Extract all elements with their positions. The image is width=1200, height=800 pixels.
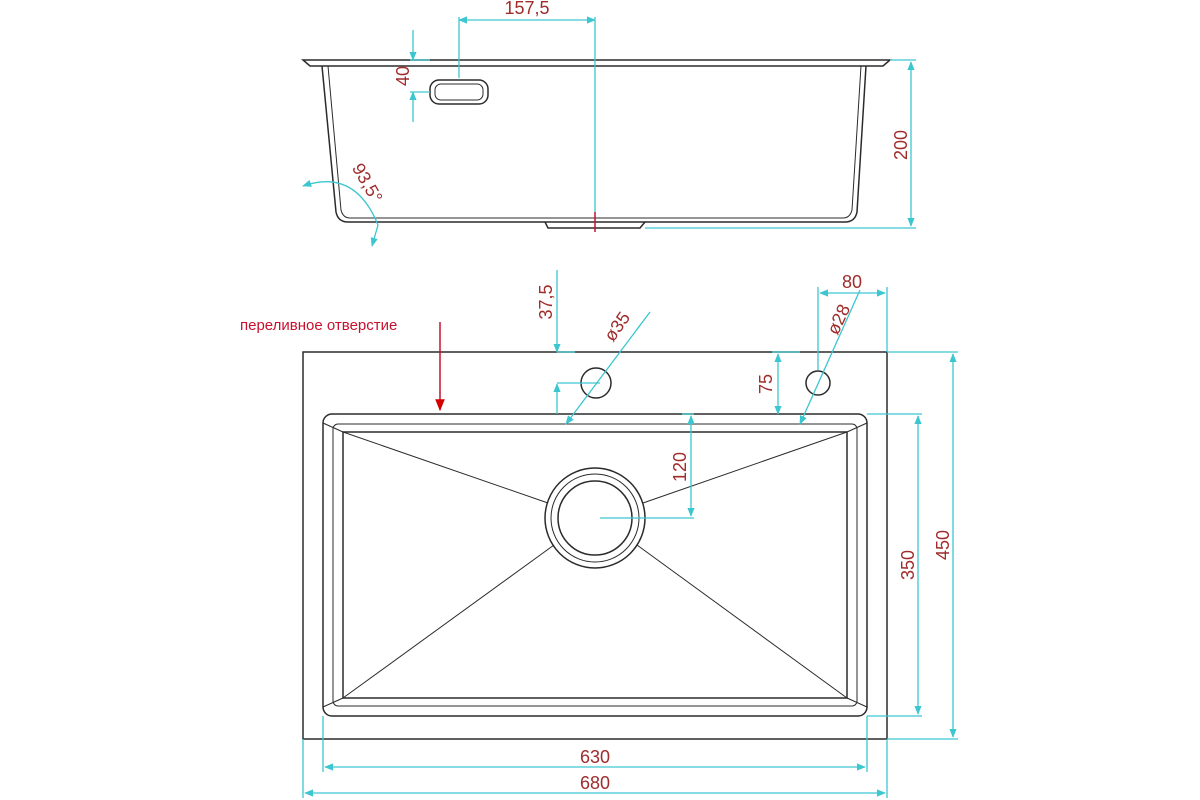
dim-157-5: 157,5 [504, 0, 549, 18]
dim-75: 75 [756, 374, 776, 394]
top-view: переливное отверстие 37,5 ø35 80 ø28 75 … [240, 270, 958, 798]
dim-37-5: 37,5 [536, 284, 556, 319]
side-view: 157,5 40 200 93,5° [300, 0, 916, 247]
dim-angle: 93,5° [348, 160, 386, 207]
bowl-outer [322, 413, 868, 717]
bowl-floor [342, 431, 848, 699]
dim-d28: ø28 [823, 301, 854, 338]
dim-350: 350 [898, 550, 918, 580]
bowl-inner [332, 423, 858, 707]
side-rim [300, 59, 893, 67]
tap-hole-28 [805, 370, 831, 396]
dim-630: 630 [580, 747, 610, 767]
dim-200: 200 [891, 130, 911, 160]
side-body [321, 65, 867, 223]
sink-rim [302, 351, 888, 740]
overflow-label: переливное отверстие [240, 317, 397, 334]
dim-120: 120 [670, 452, 690, 482]
dim-450: 450 [933, 530, 953, 560]
side-drain [544, 221, 646, 229]
dim-680: 680 [580, 773, 610, 793]
dim-40: 40 [393, 66, 413, 86]
dim-80: 80 [842, 272, 862, 292]
